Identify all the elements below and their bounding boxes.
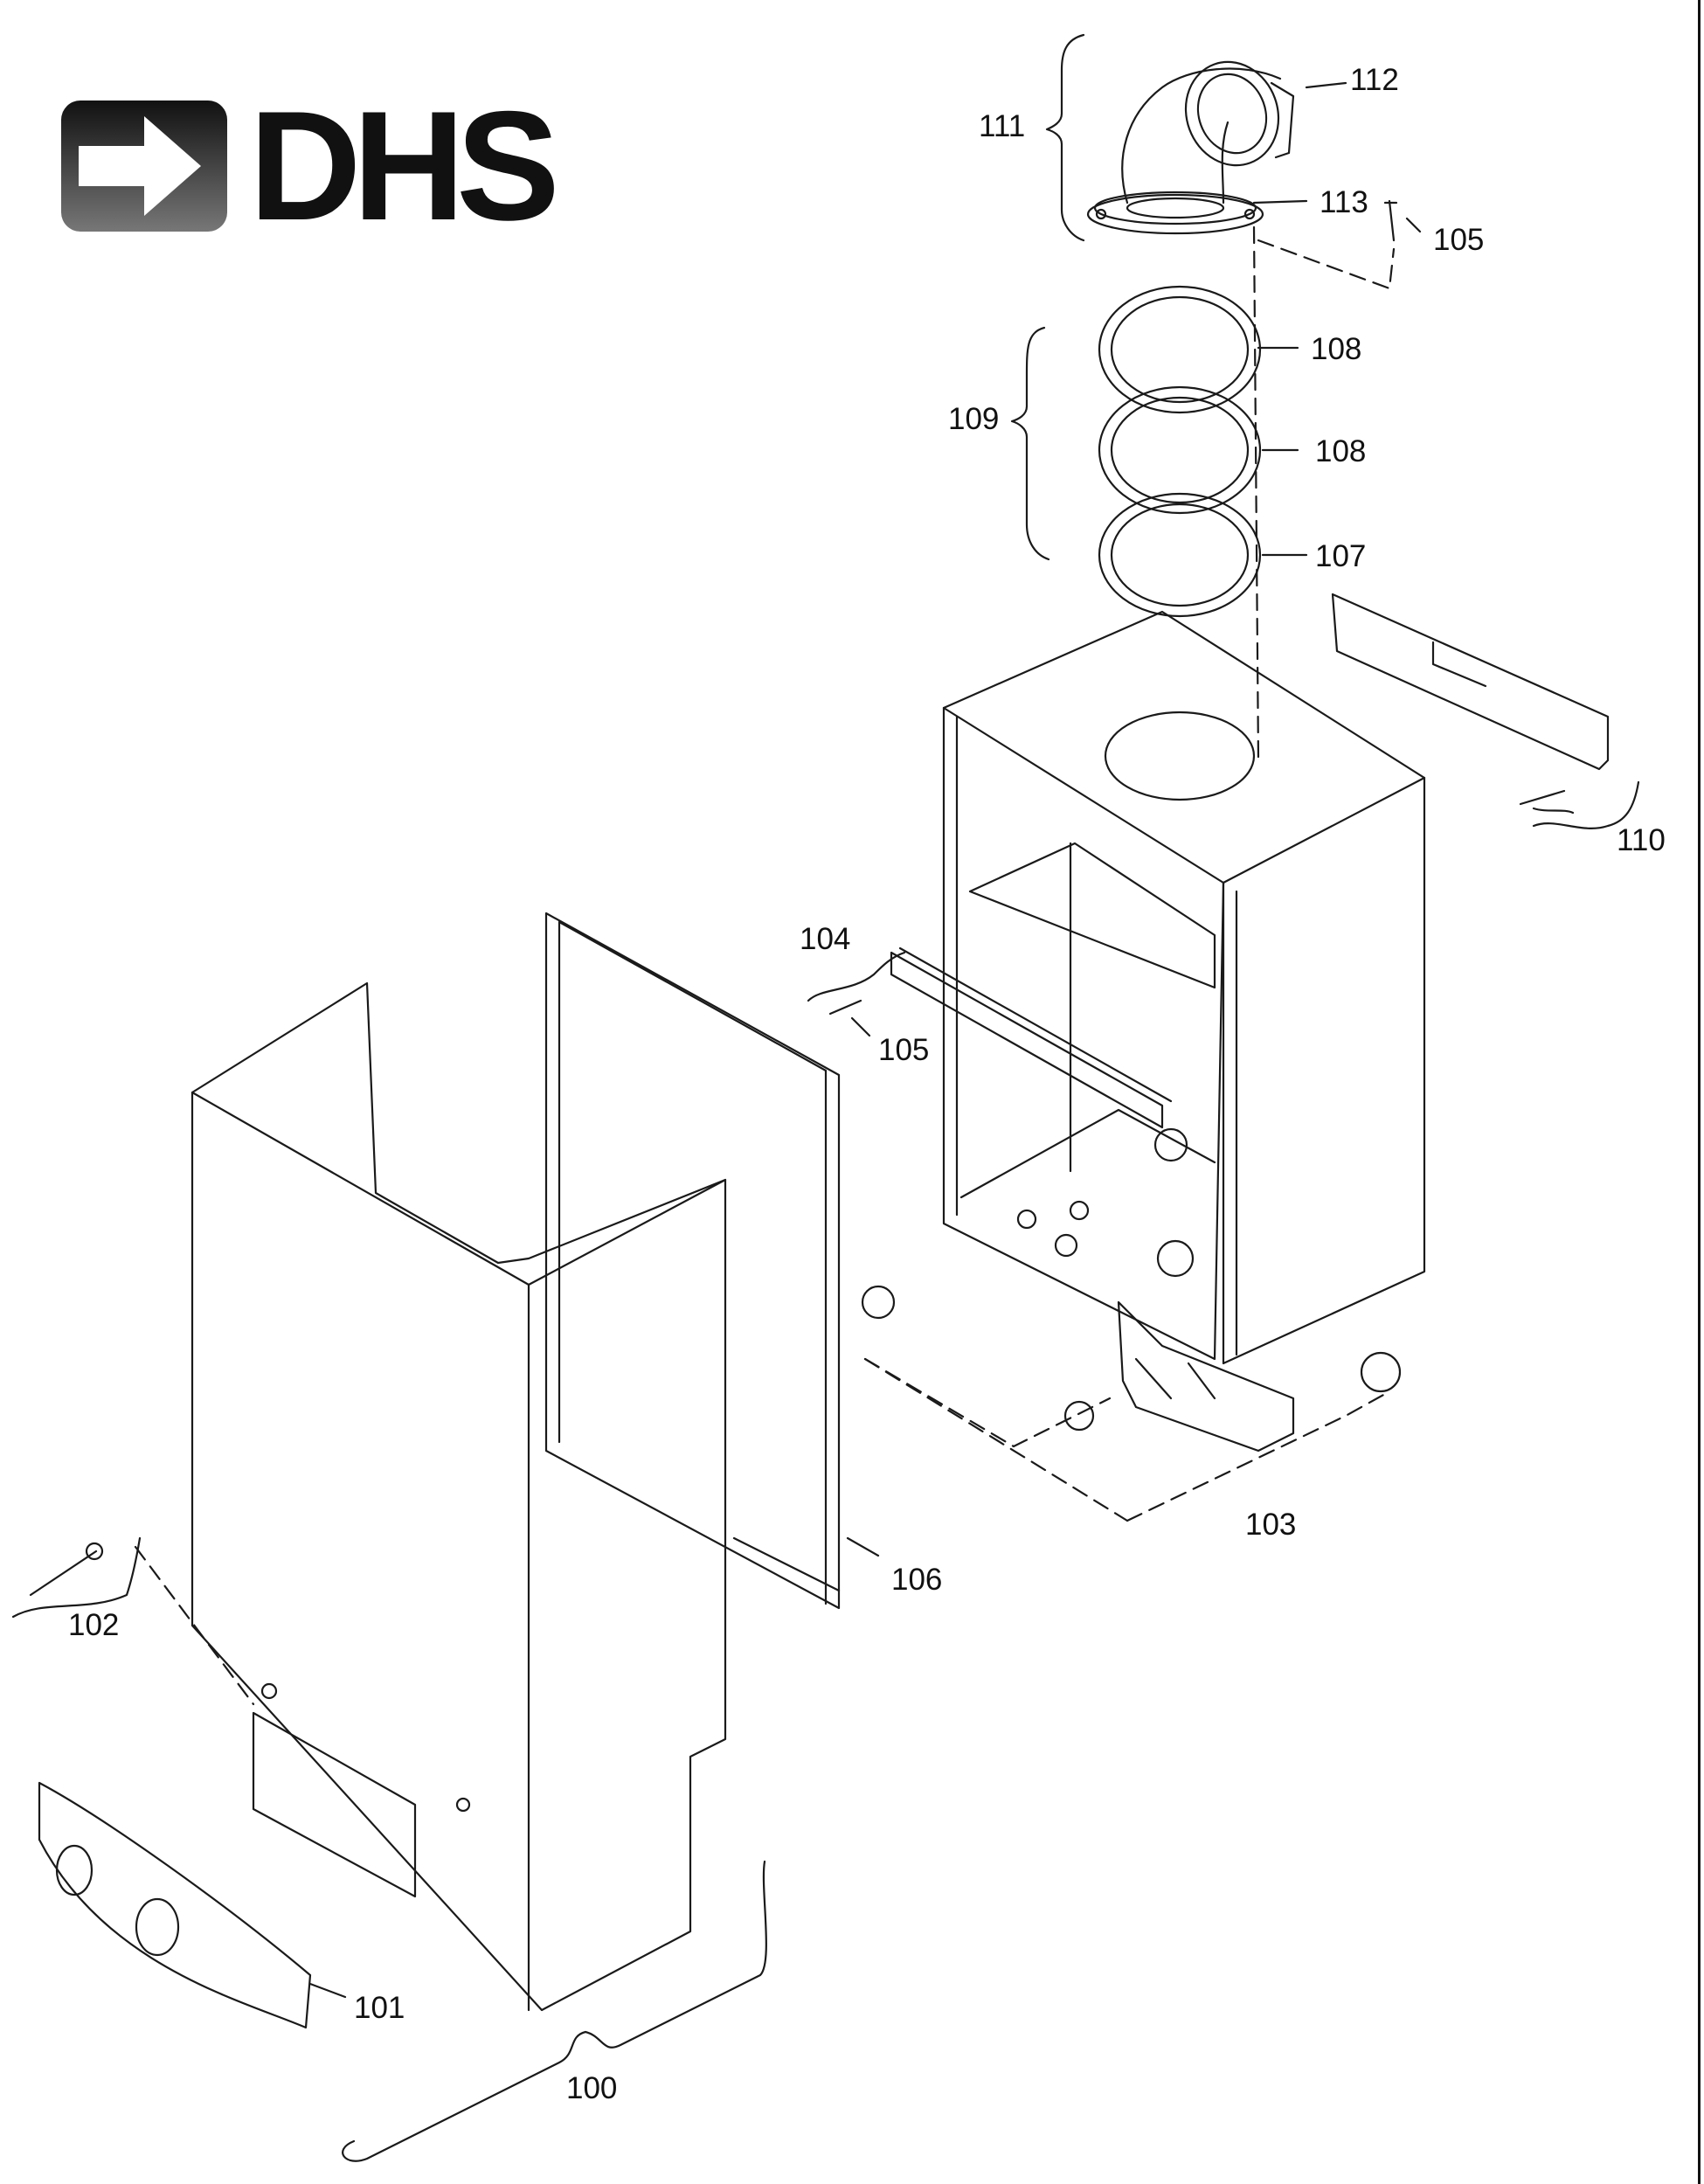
- side-panel-106: [544, 912, 841, 1610]
- callout-108-upper: 108: [1311, 332, 1362, 366]
- brace-109: [1010, 326, 1050, 561]
- gasket-108-upper: [1098, 285, 1262, 414]
- callout-108-lower: 108: [1315, 434, 1367, 468]
- screw-102: [29, 1550, 98, 1597]
- flue-elbow-111: [1086, 60, 1295, 235]
- callout-110: 110: [1617, 823, 1666, 857]
- callout-104: 104: [800, 922, 851, 956]
- side-bracket-110: [1331, 593, 1610, 771]
- callout-112: 112: [1350, 63, 1399, 97]
- gasket-108-lower: [1098, 385, 1262, 515]
- callout-107: 107: [1315, 539, 1367, 573]
- callout-101: 101: [354, 1991, 405, 2025]
- callout-109: 109: [948, 402, 1000, 436]
- brace-100: [342, 1860, 767, 2162]
- callout-105-mid: 105: [878, 1033, 930, 1067]
- page-edge-line: [1698, 0, 1701, 2184]
- crossbar-104: [890, 946, 1173, 1129]
- trim-panel-101: [38, 1781, 312, 2029]
- screw-105-top: [1383, 199, 1398, 242]
- gasket-107: [1098, 492, 1262, 618]
- brace-110: [1532, 780, 1640, 829]
- screw-105-mid: [828, 999, 862, 1016]
- brace-104: [807, 951, 906, 1002]
- alignment-line: [1252, 225, 1260, 762]
- front-cover-100: [190, 981, 727, 2012]
- chassis-box: [942, 610, 1426, 1453]
- callout-100: 100: [566, 2071, 618, 2105]
- arrow-right-icon: [61, 101, 227, 232]
- callout-111: 111: [979, 109, 1026, 143]
- callout-105-top: 105: [1433, 223, 1485, 257]
- callout-102: 102: [68, 1608, 120, 1642]
- dhs-logo: DHS: [61, 83, 664, 249]
- callout-113: 113: [1320, 185, 1368, 219]
- callout-106: 106: [891, 1563, 943, 1597]
- logo-wordmark: DHS: [249, 79, 560, 253]
- brace-111: [1045, 33, 1085, 242]
- callout-103: 103: [1245, 1508, 1297, 1542]
